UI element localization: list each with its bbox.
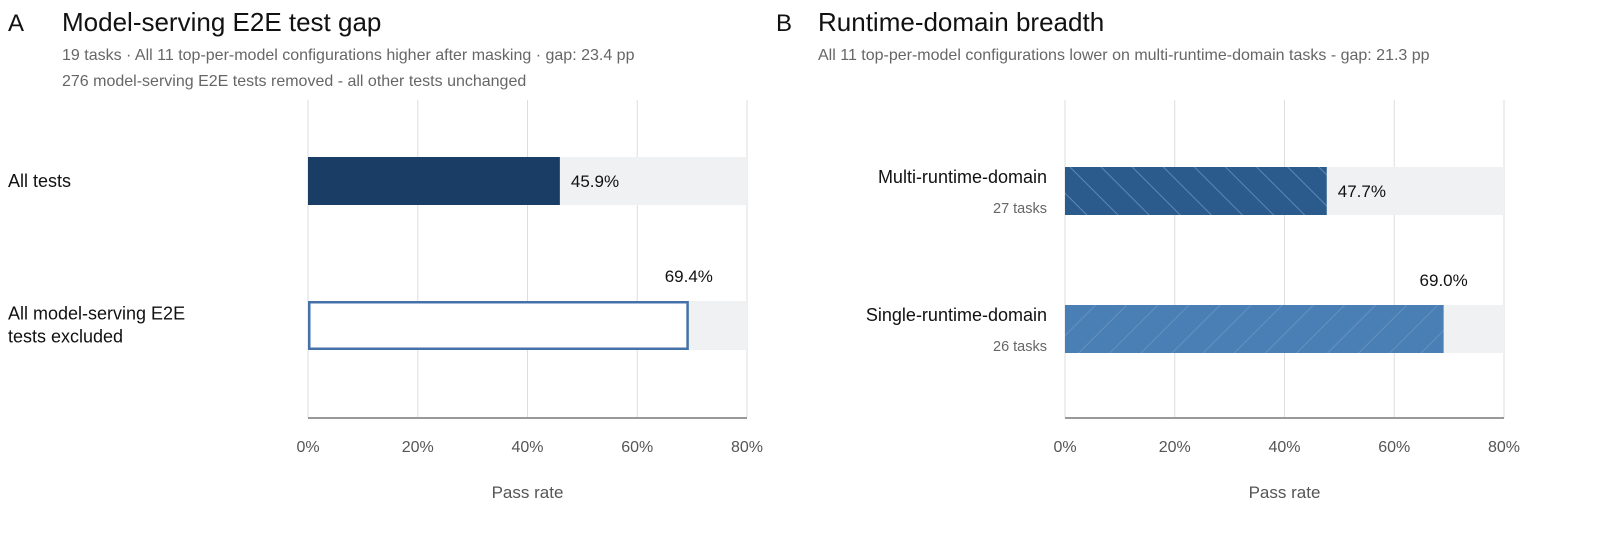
x-tick-label: 60% [1378,439,1410,456]
category-label: Single-runtime-domain [866,305,1047,325]
chart-title: Model-serving E2E test gap [62,7,381,37]
bar [308,157,560,205]
x-tick-label: 20% [402,439,434,456]
category-label: All tests [8,171,71,191]
category-label: All model-serving E2E [8,304,185,324]
category-sublabel: 26 tasks [993,339,1047,355]
category-label: tests excluded [8,327,123,347]
bar [1065,305,1444,353]
x-tick-label: 40% [511,439,543,456]
chart-subtitle: 19 tasks · All 11 top-per-model configur… [62,47,635,64]
data-label: 45.9% [571,172,619,191]
x-axis-title: Pass rate [492,483,564,502]
bar [1065,167,1327,215]
category-sublabel: 27 tasks [993,201,1047,217]
panel-a: A Model-serving E2E test gap 19 tasks · Al… [8,7,763,502]
panel-letter: A [8,10,24,37]
data-label: 69.0% [1420,271,1468,290]
data-label: 69.4% [665,267,713,286]
x-tick-label: 40% [1268,439,1300,456]
panel-letter: B [776,10,792,37]
chart-subtitle: 276 model-serving E2E tests removed - al… [62,73,526,90]
x-tick-label: 80% [731,439,763,456]
chart-subtitle: All 11 top-per-model configurations lowe… [818,47,1430,64]
x-tick-label: 60% [621,439,653,456]
data-label: 47.7% [1338,182,1386,201]
bar [308,301,689,350]
x-tick-label: 80% [1488,439,1520,456]
x-tick-label: 0% [296,439,319,456]
x-tick-label: 20% [1159,439,1191,456]
x-tick-label: 0% [1053,439,1076,456]
x-axis-title: Pass rate [1249,483,1321,502]
category-label: Multi-runtime-domain [878,167,1047,187]
chart-title: Runtime-domain breadth [818,7,1104,37]
